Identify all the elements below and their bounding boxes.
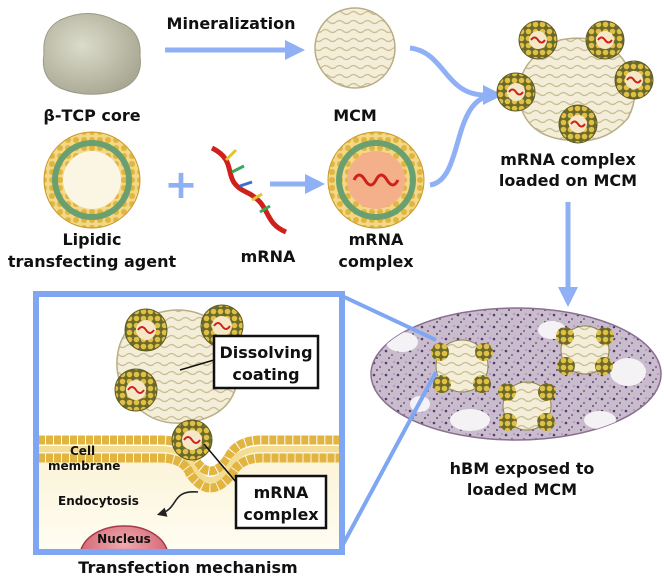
loaded-complex-4 [614, 60, 654, 100]
complex-label-line2: complex [338, 252, 414, 271]
mechanism-title: Transfection mechanism [78, 558, 297, 577]
hbm-tissue [370, 307, 662, 441]
inset-complex-box [234, 474, 328, 530]
lipid-label-line1: Lipidic [62, 230, 121, 249]
tcp-core-particle [42, 13, 141, 95]
loaded-complex-5 [558, 104, 598, 144]
inset-panel [33, 291, 345, 555]
tcp-core-label: β-TCP core [43, 106, 140, 125]
complex-to-loaded-arrow [429, 85, 503, 188]
dissolving-label-line1: Dissolving [219, 343, 312, 362]
cell-label-line2: membrane [48, 459, 120, 473]
dissolving-coating-box [212, 334, 320, 390]
loaded-complex-1 [518, 20, 558, 60]
inset-complex-label-line1: mRNA [254, 483, 309, 502]
endocytosis-arrow [156, 491, 199, 517]
zoom-line-bottom [338, 371, 438, 551]
inset-complex-label-line2: complex [243, 505, 319, 524]
loaded-complex-2 [585, 20, 625, 60]
inset-complex-3 [114, 368, 158, 412]
loaded-mcm-particle [496, 20, 654, 144]
hbm-loaded-mcm-1 [431, 339, 493, 393]
dissolving-label-line2: coating [232, 365, 299, 384]
mineralization-label: Mineralization [167, 14, 296, 33]
lipid-label-line2: transfecting agent [8, 252, 177, 271]
nucleus-label: Nucleus [97, 532, 151, 546]
mrna-complex-particle [327, 131, 425, 229]
complex-callout-line [203, 443, 237, 483]
loaded-complex-3 [496, 72, 536, 112]
mrna-strand [210, 145, 288, 235]
dissolving-callout-line [179, 359, 215, 371]
complex-label-line1: mRNA [349, 230, 404, 249]
lipid-vesicle [43, 131, 141, 229]
loaded-mcm-label-line1: mRNA complex [500, 150, 636, 169]
mcm-particle [314, 7, 396, 89]
inset-mcm-particle [114, 304, 244, 424]
loaded-mcm-label-line2: loaded on MCM [499, 171, 637, 190]
nucleus-shape [80, 525, 168, 550]
mcm-to-loaded-arrow [409, 45, 486, 98]
inset-entering-complex [171, 419, 213, 461]
inset-complex-1 [124, 308, 168, 352]
plus-sign: + [164, 162, 198, 208]
hbm-loaded-mcm-2 [556, 325, 614, 375]
endocytosis-label: Endocytosis [58, 494, 139, 508]
mcm-label: MCM [333, 106, 377, 125]
cell-label-line1: Cell [70, 444, 95, 458]
hbm-loaded-mcm-3 [498, 381, 556, 431]
zoom-line-top [339, 293, 437, 342]
hbm-label-line1: hBM exposed to [450, 459, 595, 478]
mrna-label: mRNA [241, 247, 296, 266]
hbm-label-line2: loaded MCM [467, 480, 577, 499]
